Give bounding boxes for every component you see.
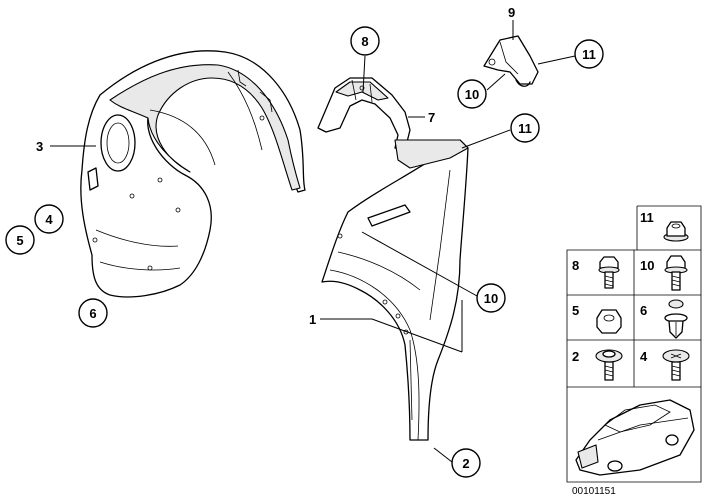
pan-screw-icon	[662, 349, 690, 381]
bolt-icon	[598, 256, 620, 289]
svg-text:10: 10	[465, 87, 479, 102]
svg-text:1: 1	[309, 312, 316, 327]
table-cell-8: 8	[572, 256, 620, 289]
callout-6: 6	[78, 298, 108, 328]
callout-10-top: 10	[457, 79, 487, 109]
flange-nut-icon	[663, 221, 689, 242]
svg-text:11: 11	[640, 210, 654, 225]
wheel-arch-liner	[80, 50, 306, 298]
table-cell-5: 5	[572, 303, 622, 334]
svg-text:6: 6	[89, 306, 96, 321]
callout-4: 4	[34, 204, 64, 234]
fender-trim-panel	[321, 139, 469, 441]
svg-text:5: 5	[16, 233, 23, 248]
svg-text:11: 11	[582, 47, 596, 62]
svg-text:10: 10	[484, 291, 498, 306]
svg-text:4: 4	[640, 349, 648, 364]
parts-table: 11 8 10	[566, 205, 702, 483]
callout-11-top: 11	[574, 39, 604, 69]
hex-bolt-icon	[664, 255, 688, 291]
hex-nut-icon	[596, 309, 622, 334]
expanding-rivet-icon	[664, 299, 688, 339]
bracket-part-7	[317, 77, 411, 151]
table-cell-11: 11	[640, 210, 689, 242]
callout-2: 2	[451, 448, 481, 478]
callout-9: 9	[508, 5, 515, 20]
callout-3: 3	[36, 139, 43, 154]
svg-text:8: 8	[572, 258, 579, 273]
svg-text:3: 3	[36, 139, 43, 154]
svg-text:7: 7	[428, 110, 435, 125]
svg-text:8: 8	[361, 34, 368, 49]
callout-7: 7	[428, 110, 435, 125]
callout-8: 8	[350, 26, 380, 56]
washer-screw-icon	[595, 349, 623, 381]
svg-text:2: 2	[462, 456, 469, 471]
table-cell-6: 6	[640, 299, 688, 339]
table-cell-10: 10	[640, 255, 688, 291]
svg-text:9: 9	[508, 5, 515, 20]
callout-1: 1	[309, 312, 316, 327]
callout-11-mid: 11	[510, 113, 540, 143]
svg-text:4: 4	[45, 212, 53, 227]
diagram-code: 00101151	[572, 486, 616, 496]
car-location-thumbnail	[575, 399, 695, 476]
svg-text:6: 6	[640, 303, 647, 318]
svg-text:5: 5	[572, 303, 579, 318]
leader-lines	[50, 20, 576, 463]
table-cell-2: 2	[572, 349, 623, 381]
svg-text:10: 10	[640, 258, 654, 273]
callout-10-mid: 10	[476, 283, 506, 313]
svg-text:2: 2	[572, 349, 579, 364]
bracket-part-9	[483, 35, 539, 87]
table-cell-4: 4	[640, 349, 690, 381]
callout-5: 5	[5, 225, 35, 255]
svg-text:11: 11	[518, 121, 532, 136]
